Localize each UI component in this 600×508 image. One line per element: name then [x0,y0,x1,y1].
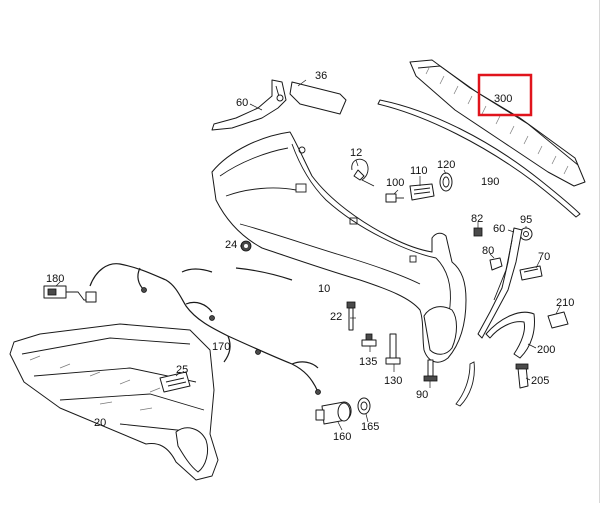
label-12: 12 [350,147,362,159]
label-10: 10 [318,283,330,295]
label-210: 210 [556,297,574,309]
label-95: 95 [520,214,532,226]
part-135-clip[interactable] [361,333,377,347]
part-110-screw[interactable] [409,183,435,201]
label-60-right: 60 [493,223,505,235]
part-10-bumper-cover[interactable] [211,131,467,363]
part-22-screw[interactable] [346,301,356,331]
part-210-block[interactable] [547,311,569,329]
label-80: 80 [482,245,494,257]
part-190-rail[interactable] [377,99,581,218]
label-200: 200 [537,344,555,356]
highlight-box-300[interactable]: 300 [477,73,533,117]
label-165: 165 [361,421,379,433]
label-160: 160 [333,431,351,443]
label-120: 120 [437,159,455,171]
leader-lines [55,79,561,431]
label-25: 25 [176,364,188,376]
label-24: 24 [225,239,237,251]
label-60-left: 60 [236,97,248,109]
label-36: 36 [315,70,327,82]
label-190: 190 [481,176,499,188]
label-135: 135 [359,356,377,368]
part-12-clamp[interactable] [351,158,375,187]
part-25-insert[interactable] [159,371,191,393]
label-22: 22 [330,311,342,323]
part-160-sensor[interactable] [315,401,352,425]
part-180-connector[interactable] [43,285,97,303]
label-100: 100 [386,177,404,189]
part-90-screw[interactable] [423,359,438,382]
part-130-bolt[interactable] [385,333,401,365]
label-70: 70 [538,251,550,263]
label-205: 205 [531,375,549,387]
part-170-wiring-harness[interactable] [89,263,321,395]
part-60-bracket-left[interactable] [211,79,287,131]
label-300: 300 [494,93,512,105]
part-60-bracket-right[interactable] [477,227,523,339]
part-80-screw[interactable] [489,257,503,271]
label-90: 90 [416,389,428,401]
part-70-screw[interactable] [519,265,543,281]
label-170: 170 [212,341,230,353]
label-130: 130 [384,375,402,387]
part-strip-lower-right [455,361,475,407]
part-200-curved-bracket[interactable] [485,311,535,359]
label-20: 20 [94,417,106,429]
part-24-grommet[interactable] [240,240,252,252]
part-120-grommet[interactable] [439,172,453,192]
label-82: 82 [471,213,483,225]
part-165-ring[interactable] [357,397,371,415]
part-36-reflector[interactable] [289,81,347,115]
part-205-screw[interactable] [515,363,529,389]
part-100-clip[interactable] [385,193,404,203]
label-110: 110 [410,165,428,177]
label-180: 180 [46,273,64,285]
part-20-diffuser[interactable] [9,323,219,481]
callout-labels: 36 60 12 110 120 100 190 24 82 95 60 80 … [46,70,574,443]
